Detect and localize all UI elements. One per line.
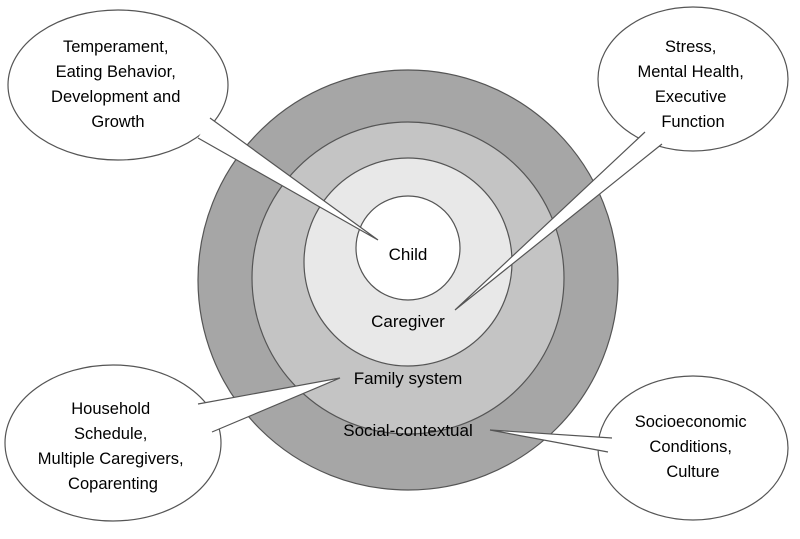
family-factors-line: Schedule, (74, 425, 147, 443)
social-factors-text: Socioeconomic Conditions, Culture (635, 413, 751, 481)
caregiver-factors-line: Function (661, 113, 724, 131)
caregiver-factors-bubble (597, 6, 789, 152)
social-factors-line: Culture (666, 463, 719, 481)
family-factors-line: Household (71, 400, 150, 418)
child-factors-line: Growth (91, 113, 144, 131)
child-factors-text: Temperament, Eating Behavior, Developmen… (51, 38, 185, 131)
social-factors-line: Socioeconomic (635, 413, 747, 431)
social-contextual-label: Social-contextual (343, 421, 472, 440)
child-label: Child (389, 245, 428, 264)
caregiver-factors-line: Mental Health, (638, 63, 744, 81)
caregiver-factors-line: Stress, (665, 38, 716, 56)
family-factors-line: Multiple Caregivers, (38, 450, 184, 468)
child-factors-line: Temperament, (63, 38, 168, 56)
caregiver-factors-line: Executive (655, 88, 727, 106)
family-factors-text: Household Schedule, Multiple Caregivers,… (38, 400, 188, 493)
family-factors-bubble (4, 364, 222, 522)
caregiver-label: Caregiver (371, 312, 445, 331)
child-factors-line: Eating Behavior, (56, 63, 176, 81)
child-factors-bubble (7, 9, 229, 161)
family-factors-line: Coparenting (68, 475, 158, 493)
caregiver-factors-pointer (454, 131, 663, 311)
child-factors-pointer (197, 117, 379, 241)
social-factors-line: Conditions, (649, 438, 732, 456)
child-factors-line: Development and (51, 88, 180, 106)
family-factors-pointer (197, 377, 341, 433)
caregiver-factors-text: Stress, Mental Health, Executive Functio… (638, 38, 749, 131)
family-system-label: Family system (354, 369, 463, 388)
social-factors-pointer (489, 429, 613, 453)
child-core (355, 195, 461, 301)
